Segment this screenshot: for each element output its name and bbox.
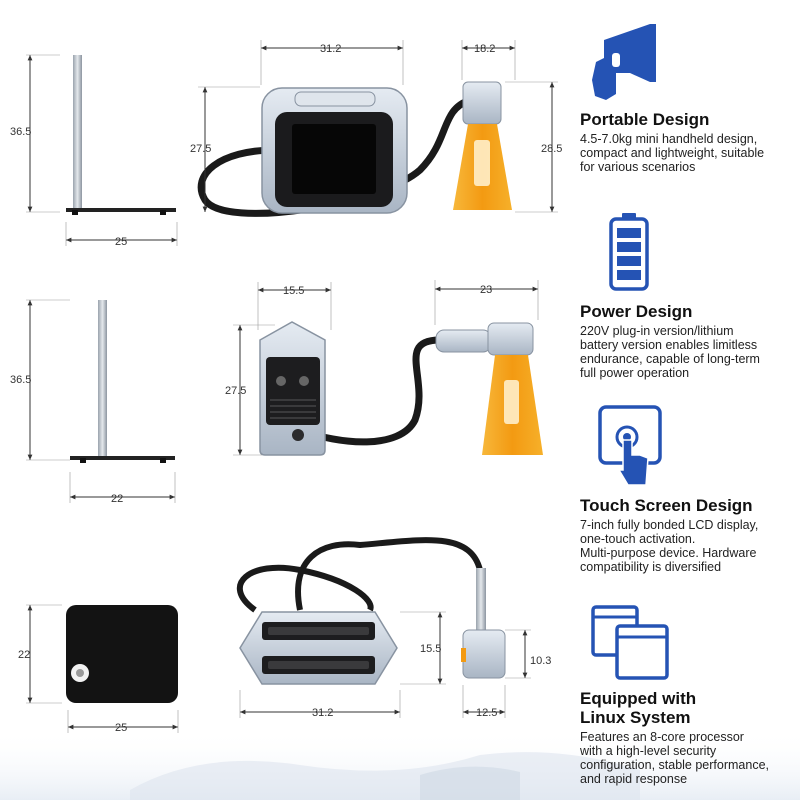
row3-head-width-label: 12.5 <box>476 707 497 719</box>
row3-device-width-label: 31.2 <box>312 707 333 719</box>
row2-stand-base-label: 22 <box>111 493 123 505</box>
feature-title: Equipped with Linux System <box>580 689 697 727</box>
battery-icon <box>609 213 649 291</box>
feature-touch-screen: Touch Screen Design 7-inch fully bonded … <box>580 496 795 574</box>
row3-plate-height-label: 22 <box>18 649 30 661</box>
row3-device-height-label: 15.5 <box>420 643 441 655</box>
row3-plate: 22 25 <box>18 604 179 734</box>
row2-device-height-label: 27.5 <box>225 385 246 397</box>
feature-power: Power Design 220V plug-in version/lithiu… <box>580 302 795 380</box>
row3-device: 31.2 15.5 12.5 10.3 <box>237 537 551 719</box>
row2-head-width-label: 23 <box>480 284 492 296</box>
handheld-icon <box>592 24 656 100</box>
feature-description: Features an 8-core processor with a high… <box>580 730 769 786</box>
row2-device-width-label: 15.5 <box>283 285 304 297</box>
row2-stand-height-label: 36.5 <box>10 374 31 386</box>
feature-description: 7-inch fully bonded LCD display, one-tou… <box>580 518 759 574</box>
row3-head-height-label: 10.3 <box>530 655 551 667</box>
feature-description: 220V plug-in version/lithium battery ver… <box>580 324 760 380</box>
feature-title: Touch Screen Design <box>580 496 753 515</box>
row1-stand-height-label: 36.5 <box>10 126 31 138</box>
background-map <box>0 730 800 800</box>
row1-stand-base-label: 25 <box>115 236 127 248</box>
row3-plate-width-label: 25 <box>115 722 127 734</box>
row1-stand: 36.5 25 <box>10 54 178 248</box>
feature-title: Power Design <box>580 302 693 321</box>
touch-screen-icon <box>598 405 662 486</box>
row1-device-width-label: 31.2 <box>320 43 341 55</box>
feature-linux: Equipped with Linux System Features an 8… <box>580 689 795 786</box>
linux-windows-icon <box>591 605 669 680</box>
row2-stand: 36.5 22 <box>10 299 176 505</box>
row1-device-height-label: 27.5 <box>190 143 211 155</box>
feature-description: 4.5-7.0kg mini handheld design, compact … <box>580 132 765 174</box>
row1-device: 31.2 27.5 18.2 28.5 <box>190 40 562 217</box>
row1-head-height-label: 28.5 <box>541 143 562 155</box>
feature-portable: Portable Design 4.5-7.0kg mini handheld … <box>580 110 795 174</box>
feature-title: Portable Design <box>580 110 710 129</box>
row1-head-width-label: 18.2 <box>474 43 495 55</box>
row2-device: 15.5 27.5 23 <box>225 280 543 456</box>
